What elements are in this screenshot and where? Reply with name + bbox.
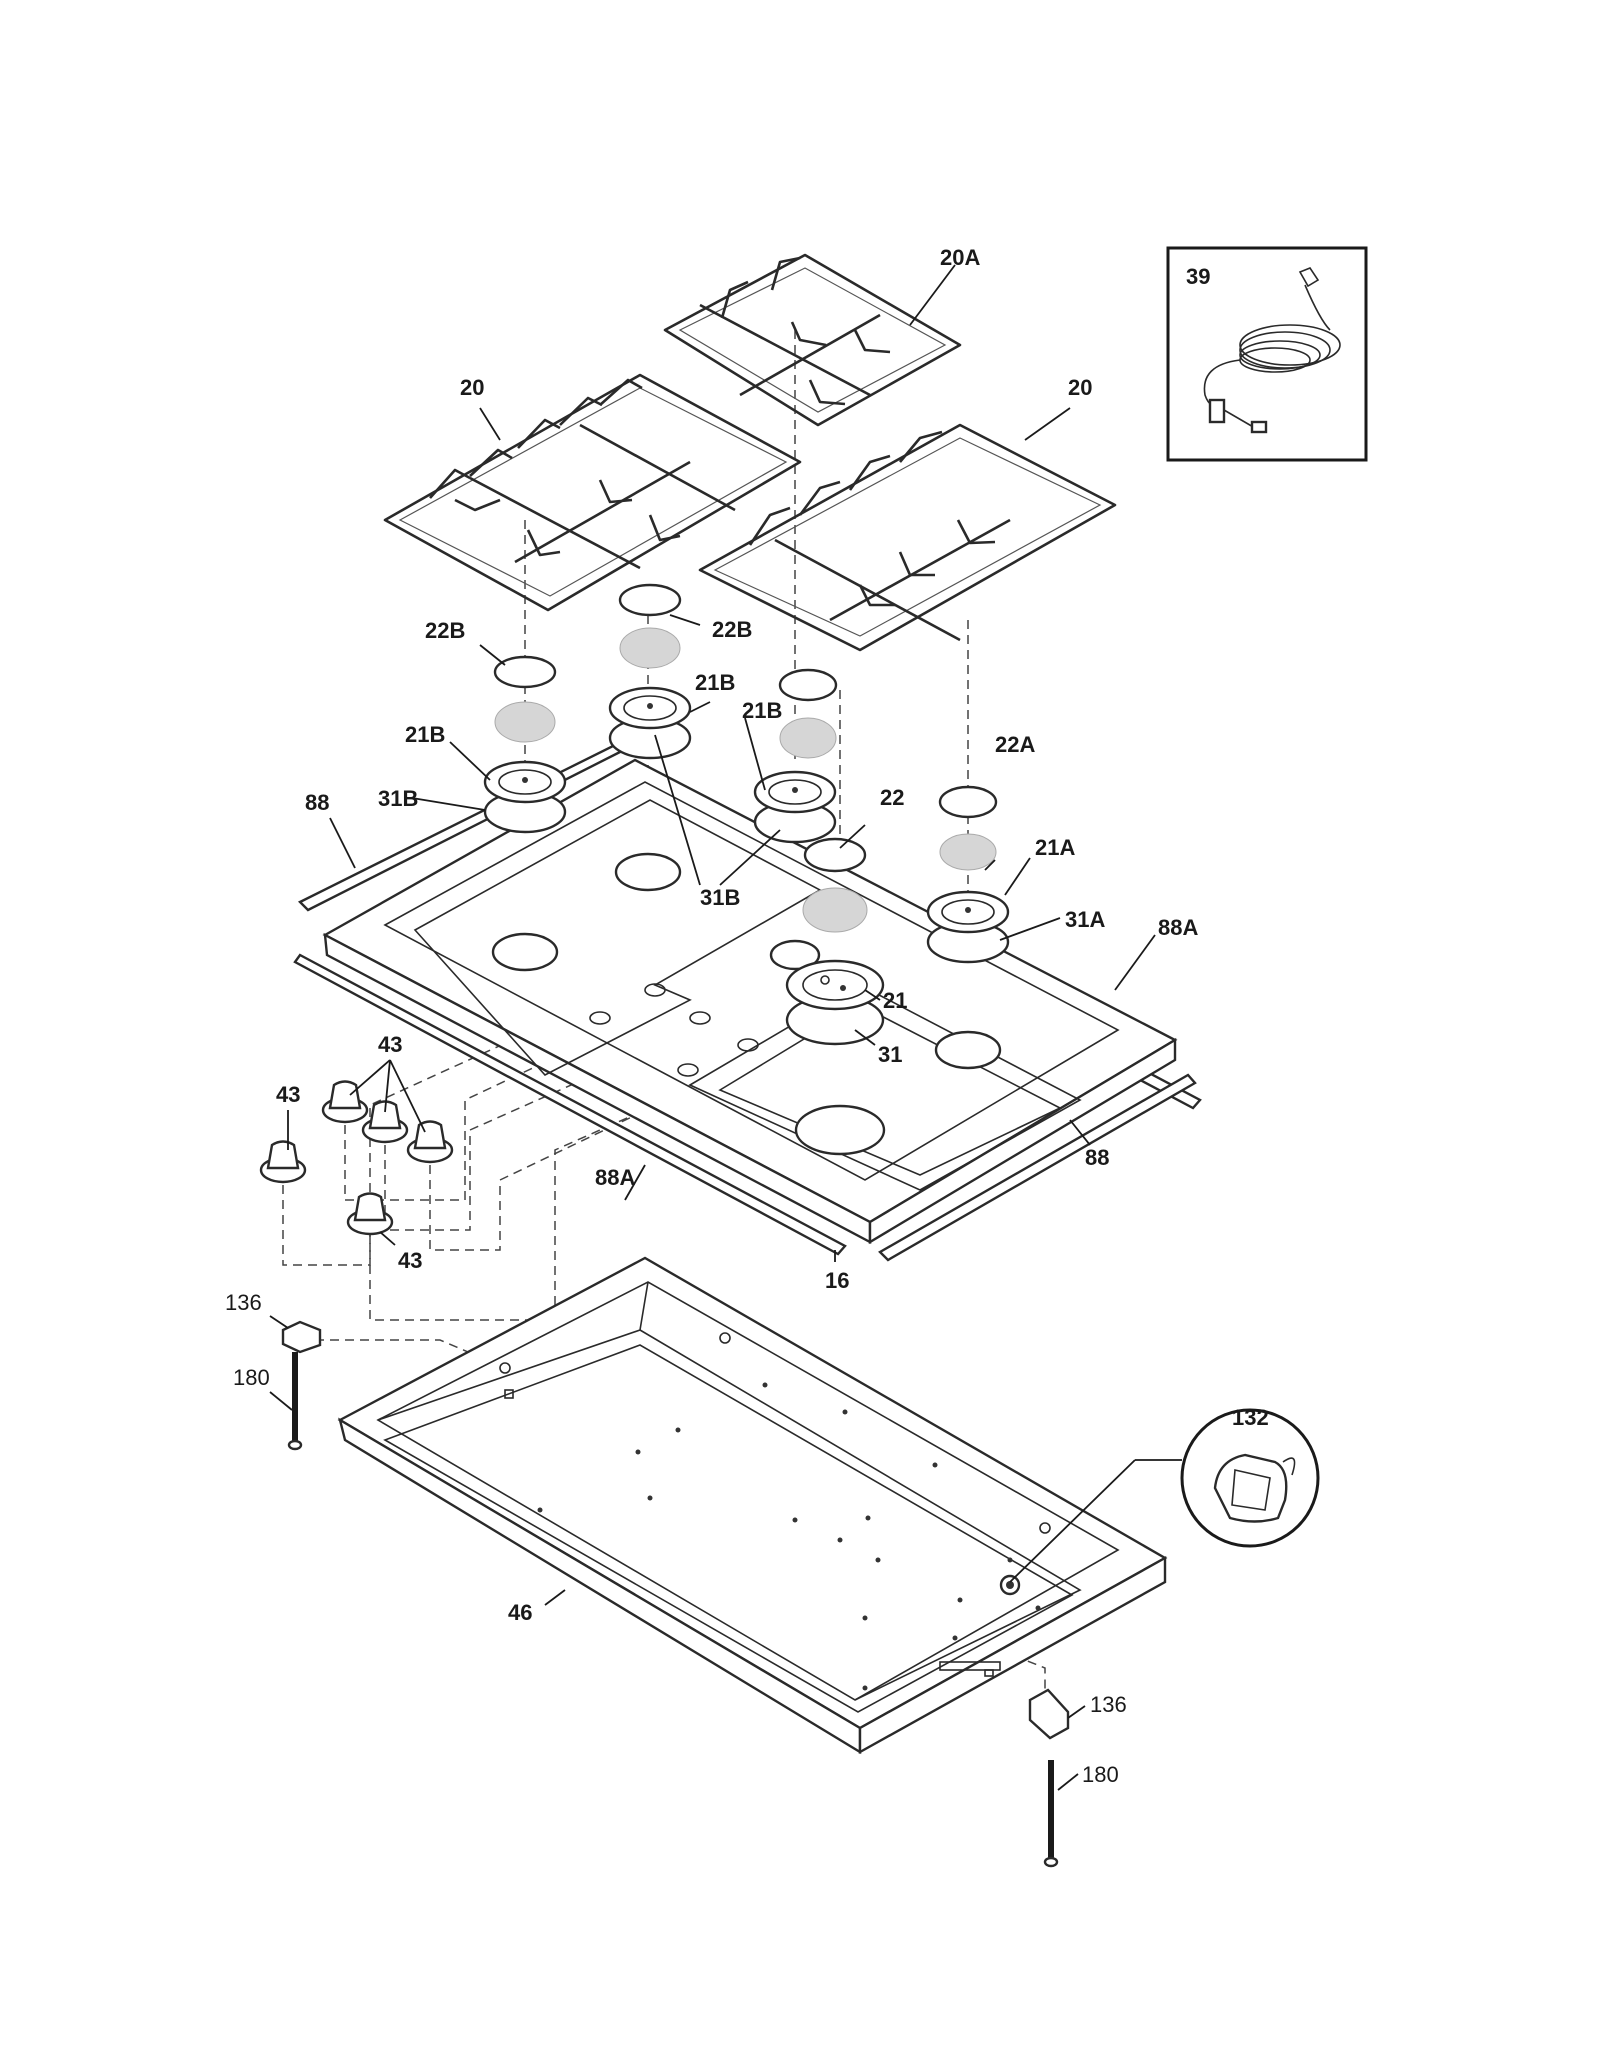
- label-22B-mid: 22B: [712, 617, 752, 642]
- label-43-top: 43: [378, 1032, 402, 1057]
- label-22: 22: [880, 785, 904, 810]
- label-20A: 20A: [940, 245, 980, 270]
- label-39: 39: [1186, 264, 1210, 289]
- label-31B-mid: 31B: [700, 885, 740, 910]
- label-136-right: 136: [1090, 1692, 1127, 1717]
- label-31B-left: 31B: [378, 786, 418, 811]
- knob-2: [321, 1080, 369, 1124]
- burner-caps: [493, 583, 998, 873]
- label-31: 31: [878, 1042, 902, 1067]
- label-180-left: 180: [233, 1365, 270, 1390]
- label-43-bottom: 43: [398, 1248, 422, 1273]
- label-43-left: 43: [276, 1082, 300, 1107]
- label-20-left: 20: [460, 375, 484, 400]
- knob-1: [259, 1140, 307, 1184]
- label-88-right: 88: [1085, 1145, 1109, 1170]
- leader-lines: [269, 264, 1156, 1791]
- label-31A: 31A: [1065, 907, 1105, 932]
- label-21: 21: [883, 988, 907, 1013]
- bracket-left: [281, 1320, 322, 1451]
- label-22A: 22A: [995, 732, 1035, 757]
- grate-center: [663, 253, 962, 427]
- burner-box: [337, 1256, 1168, 1755]
- label-136-left: 136: [225, 1290, 262, 1315]
- part-labels: 20A 20 20 39 22B 22B 21B 21B 21B 22A 88 …: [225, 245, 1269, 1787]
- grate-right: [698, 423, 1117, 652]
- label-88A-front: 88A: [595, 1165, 635, 1190]
- label-20-right: 20: [1068, 375, 1092, 400]
- bracket-right: [1028, 1688, 1070, 1868]
- label-21B-mid: 21B: [695, 670, 735, 695]
- label-132: 132: [1232, 1405, 1269, 1430]
- knob-4: [406, 1120, 454, 1164]
- label-16: 16: [825, 1268, 849, 1293]
- label-180-right: 180: [1082, 1762, 1119, 1787]
- flame-spreaders: [494, 627, 997, 933]
- knob-5: [346, 1192, 394, 1236]
- label-46: 46: [508, 1600, 532, 1625]
- label-21B-right: 21B: [742, 698, 782, 723]
- label-21B-left: 21B: [405, 722, 445, 747]
- power-cord-inset: [1166, 246, 1368, 462]
- control-knobs: [259, 1080, 454, 1236]
- label-21A: 21A: [1035, 835, 1075, 860]
- grate-left: [383, 373, 802, 612]
- label-88-left: 88: [305, 790, 329, 815]
- label-88A-right: 88A: [1158, 915, 1198, 940]
- label-22B-left: 22B: [425, 618, 465, 643]
- knob-3: [361, 1100, 409, 1144]
- clip-magnifier: [1009, 1408, 1320, 1583]
